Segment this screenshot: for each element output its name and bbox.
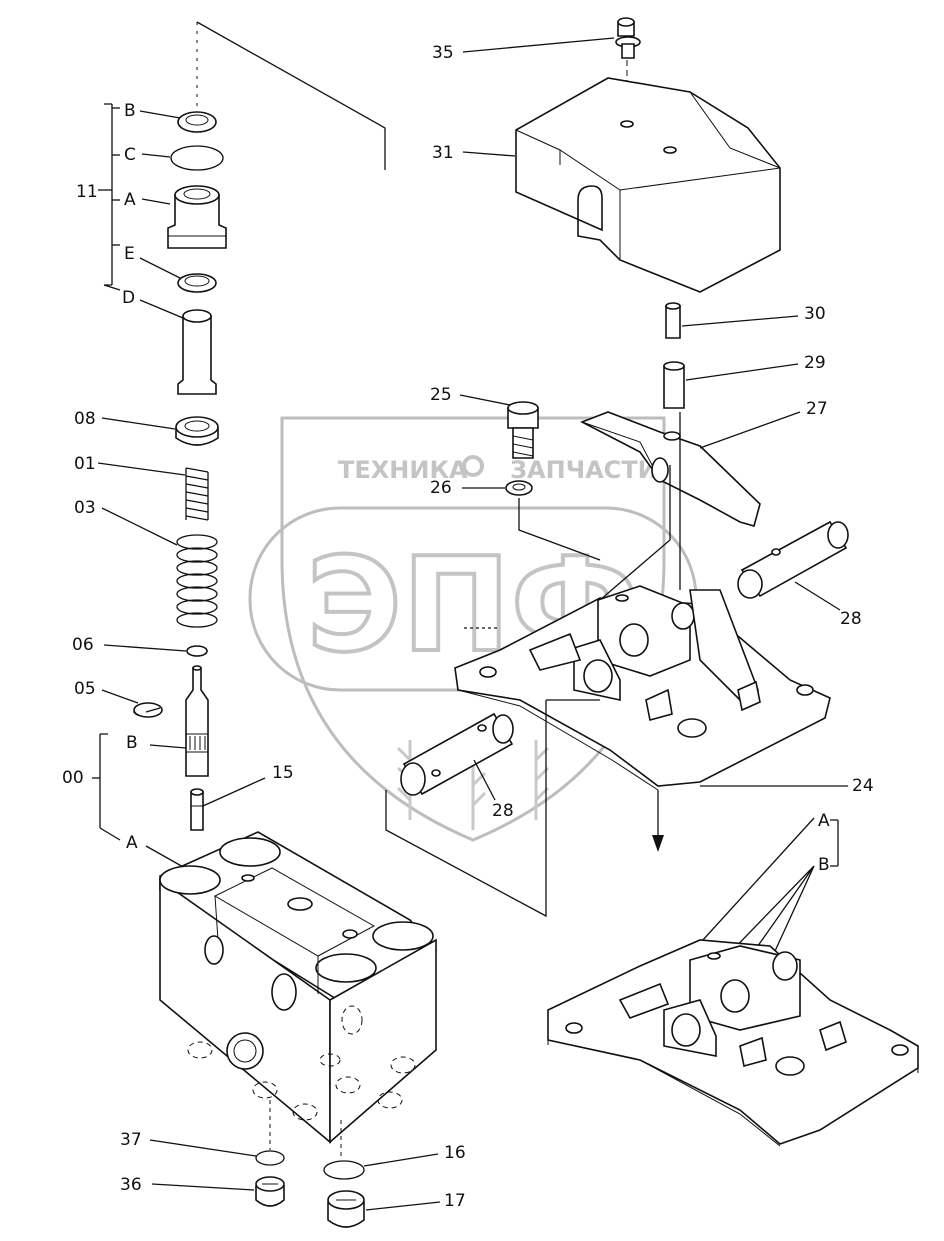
o-ring-16 xyxy=(323,1160,365,1180)
pin-28-left xyxy=(400,712,514,796)
seal-ring-b xyxy=(177,111,217,133)
pin-30 xyxy=(665,302,681,339)
cover-31 xyxy=(515,77,781,293)
plug-36 xyxy=(255,1176,285,1207)
pin-28-right xyxy=(737,520,849,599)
inner-spring-01 xyxy=(185,467,209,521)
washer-26 xyxy=(505,480,533,496)
o-ring-37 xyxy=(255,1150,285,1166)
label-30: 30 xyxy=(804,304,826,324)
label-36: 36 xyxy=(120,1175,142,1195)
label-35: 35 xyxy=(432,43,454,63)
label-27: 27 xyxy=(806,399,828,419)
label-e: E xyxy=(124,244,135,264)
label-37: 37 xyxy=(120,1130,142,1150)
label-c: C xyxy=(124,145,136,165)
label-a-top: A xyxy=(124,190,136,210)
label-17: 17 xyxy=(444,1191,466,1211)
watermark-text-right: ЗАПЧАСТИ xyxy=(510,456,658,484)
bolt-35 xyxy=(615,17,641,59)
label-00: 00 xyxy=(62,768,84,788)
base-plate-24 xyxy=(454,585,831,791)
label-11: 11 xyxy=(76,182,98,202)
label-b-right: B xyxy=(818,855,830,875)
label-29: 29 xyxy=(804,353,826,373)
label-a-right: A xyxy=(818,811,830,831)
label-a-bottom: A xyxy=(126,833,138,853)
label-d: D xyxy=(122,288,135,308)
label-06: 06 xyxy=(72,635,94,655)
bushing-a xyxy=(167,185,227,249)
label-05: 05 xyxy=(74,679,96,699)
label-b-top: B xyxy=(124,101,136,121)
plug-17 xyxy=(327,1190,365,1228)
label-24: 24 xyxy=(852,776,874,796)
label-15: 15 xyxy=(272,763,294,783)
spring-seat-08 xyxy=(175,416,219,446)
valve-body xyxy=(159,831,438,1144)
lever-27 xyxy=(580,411,761,527)
plunger-d xyxy=(177,309,217,395)
gear-icon xyxy=(462,455,484,477)
circlip-05 xyxy=(133,702,163,718)
label-01: 01 xyxy=(74,454,96,474)
pin-15 xyxy=(190,788,204,831)
o-ring-c xyxy=(170,145,224,171)
watermark-text-left: ТЕХНИКА xyxy=(338,456,468,484)
label-28-right: 28 xyxy=(840,609,862,629)
outer-spring-03 xyxy=(176,534,218,628)
label-25: 25 xyxy=(430,385,452,405)
label-31: 31 xyxy=(432,143,454,163)
label-28-left: 28 xyxy=(492,801,514,821)
label-b-mid: B xyxy=(126,733,138,753)
label-03: 03 xyxy=(74,498,96,518)
label-08: 08 xyxy=(74,409,96,429)
washer-06 xyxy=(186,645,208,657)
pin-29 xyxy=(663,361,685,409)
spool-b xyxy=(185,665,209,777)
ring-e xyxy=(177,273,217,293)
label-16: 16 xyxy=(444,1143,466,1163)
bolt-25 xyxy=(507,401,539,459)
label-26: 26 xyxy=(430,478,452,498)
base-plate-detail xyxy=(547,939,919,1147)
